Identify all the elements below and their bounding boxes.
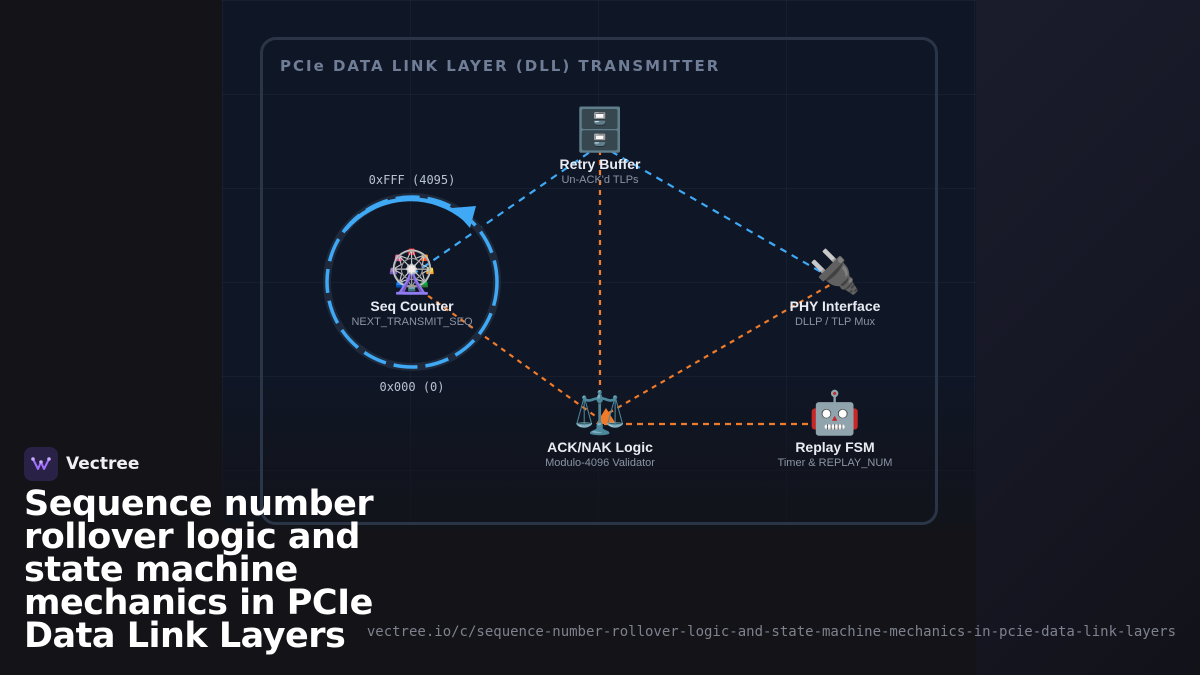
node-sublabel: NEXT_TRANSMIT_SEQ [351, 316, 473, 328]
node-label: Retry Buffer [559, 156, 641, 172]
node-sublabel: Modulo-4096 Validator [545, 457, 655, 469]
node-label: ACK/NAK Logic [547, 439, 653, 455]
scales-icon: ⚖️ [573, 389, 627, 436]
dll-transmitter-frame [260, 37, 938, 525]
robot-icon: 🤖 [808, 389, 862, 436]
link-seq-to-ack [419, 289, 599, 419]
link-retry-to-phy [599, 144, 836, 281]
plug-icon: 🔌 [808, 248, 862, 295]
node-label: Replay FSM [795, 439, 875, 455]
counter-min-label: 0x000 (0) [379, 380, 445, 394]
node-replay-fsm[interactable]: 🤖 Replay FSM Timer & REPLAY_NUM [755, 389, 915, 469]
node-label: Seq Counter [370, 298, 454, 314]
node-ack-nak-logic[interactable]: ⚖️ ACK/NAK Logic Modulo-4096 Validator [520, 389, 680, 469]
page-url[interactable]: vectree.io/c/sequence-number-rollover-lo… [366, 624, 1176, 640]
node-retry-buffer[interactable]: 🗄️ Retry Buffer Un-ACK'd TLPs [520, 106, 680, 186]
vectree-logo-icon [24, 447, 58, 481]
counter-ring-dashes [325, 195, 499, 369]
counter-ring-arc [343, 197, 468, 232]
node-sublabel: Timer & REPLAY_NUM [777, 457, 893, 469]
ferris-wheel-icon: 🎡 [385, 248, 439, 295]
brand[interactable]: Vectree [24, 447, 139, 481]
background-gradient [976, 0, 1200, 675]
node-sublabel: DLLP / TLP Mux [794, 316, 876, 328]
rollover-arrow-icon [452, 206, 476, 228]
node-label: PHY Interface [789, 298, 881, 314]
page-headline: Sequence number rollover logic and state… [24, 484, 374, 656]
warning-triangle-icon [596, 408, 616, 424]
node-seq-counter[interactable]: 🎡 Seq Counter NEXT_TRANSMIT_SEQ [332, 248, 492, 328]
diagram-title: PCIe DATA LINK LAYER (DLL) TRANSMITTER [280, 57, 721, 75]
brand-name: Vectree [66, 454, 140, 474]
file-cabinet-icon: 🗄️ [573, 106, 627, 153]
node-sublabel: Un-ACK'd TLPs [561, 174, 639, 186]
canvas-fade [222, 370, 976, 530]
node-phy-interface[interactable]: 🔌 PHY Interface DLLP / TLP Mux [755, 248, 915, 328]
counter-max-label: 0xFFF (4095) [368, 173, 456, 187]
